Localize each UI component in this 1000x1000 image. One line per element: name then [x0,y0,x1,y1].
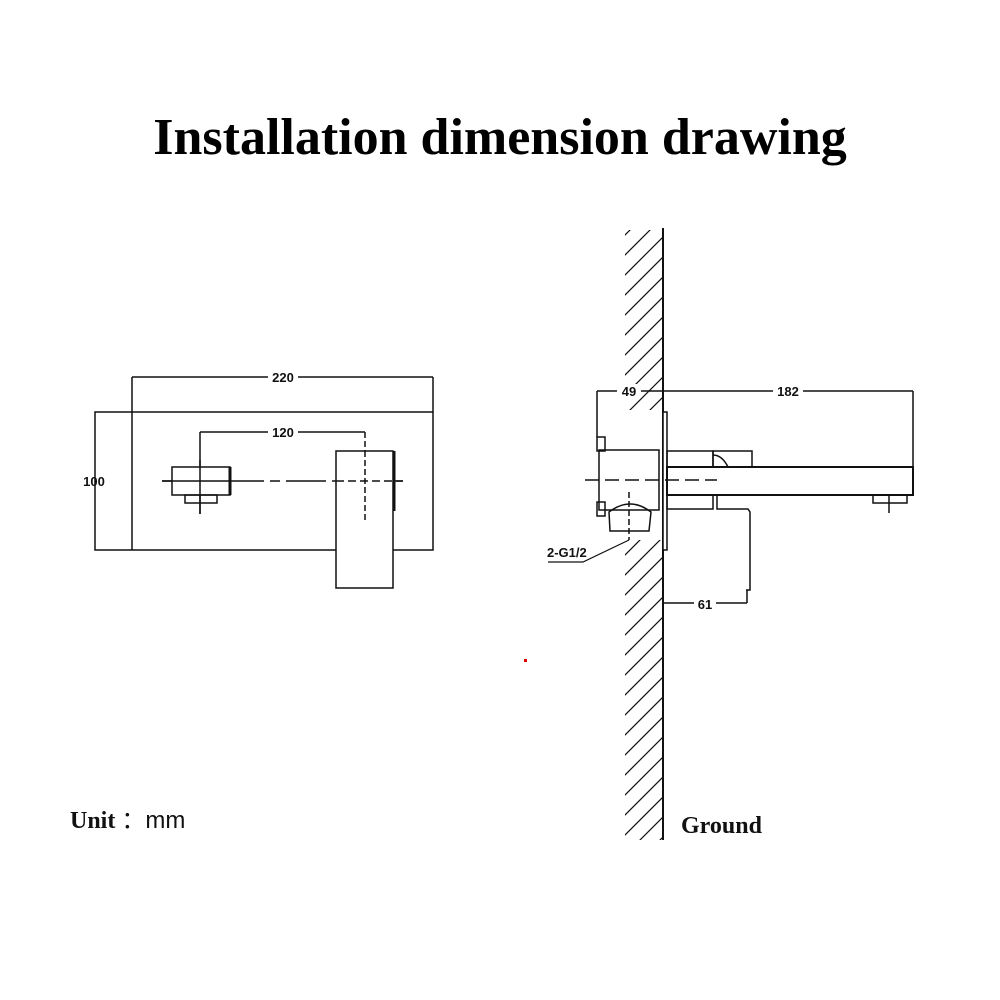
red-dot [524,659,527,662]
front-view [94,376,434,589]
unit-label: Unit ：mm [70,800,185,835]
thread-label: 2-G1/2 [547,545,587,560]
width-dimension: 220 [272,370,294,385]
unit-value: ：mm [121,807,186,834]
inlet-fitting [608,503,652,532]
spout [666,466,914,496]
thread-leader-line [548,539,630,563]
wall-plate-outline [94,411,434,551]
side-view [548,228,914,840]
spout-dimension: 182 [777,384,799,399]
page-title: Installation dimension drawing [153,109,847,166]
height-dimension: 100 [83,474,105,489]
depth-dimension: 49 [622,384,636,399]
ground-label: Ground [681,813,762,839]
aerator [872,494,908,504]
unit-text: Unit [70,808,116,834]
handle-dimension: 61 [698,597,712,612]
spacing-dimension: 120 [272,425,294,440]
wall-hatching [625,230,663,840]
